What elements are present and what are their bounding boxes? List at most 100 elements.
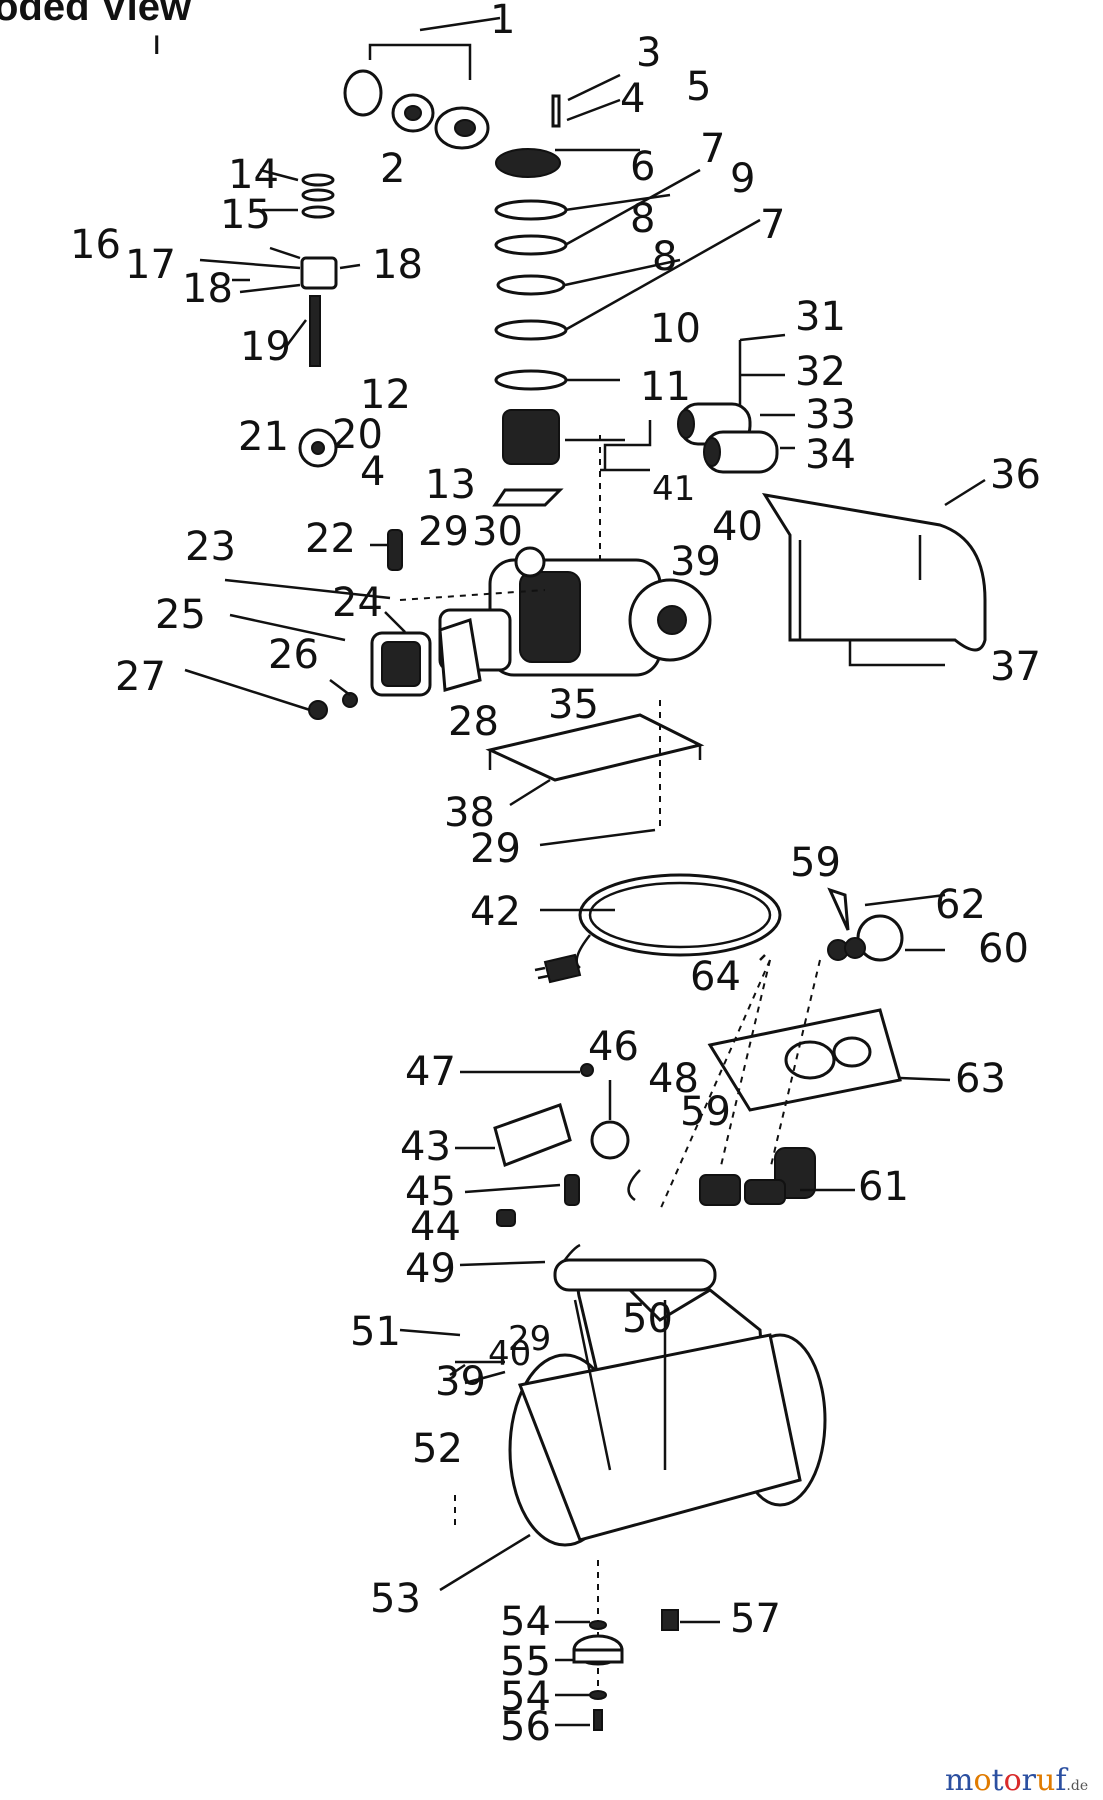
- callout-16: 16: [70, 222, 121, 268]
- callout-39: 39: [670, 539, 721, 585]
- callout-26: 26: [268, 632, 319, 678]
- callout-43: 43: [400, 1124, 451, 1170]
- callout-62: 62: [935, 882, 986, 928]
- pressure-switch-valve: [699, 1147, 816, 1206]
- callout-45: 45: [405, 1169, 456, 1215]
- callout-27: 27: [115, 654, 166, 700]
- watermark-letter: o: [973, 1763, 991, 1798]
- callout-1: 1: [490, 0, 515, 43]
- callout-8b: 8: [652, 234, 677, 280]
- watermark-letter: u: [1036, 1763, 1055, 1798]
- cylinder-head-stack: [492, 94, 568, 507]
- callout-32: 32: [795, 349, 846, 395]
- valve-plate-assembly: [308, 529, 482, 720]
- callout-24: 24: [332, 580, 383, 626]
- watermark-letter: m: [945, 1763, 973, 1798]
- pressure-switch-box: [493, 1063, 641, 1227]
- callout-40: 40: [712, 504, 763, 550]
- callout-5: 5: [686, 64, 711, 110]
- callout-13: 13: [425, 462, 476, 508]
- callout-33: 33: [805, 392, 856, 438]
- callout-63: 63: [955, 1056, 1006, 1102]
- callout-7: 7: [700, 126, 725, 172]
- callout-22: 22: [305, 516, 356, 562]
- callout-29c: 29: [508, 1319, 551, 1359]
- part-1-seal-set: [343, 69, 490, 150]
- rubber-foot-icon: [572, 1609, 679, 1731]
- callout-29: 29: [418, 509, 469, 555]
- callout-39b: 39: [435, 1359, 486, 1405]
- callout-9: 9: [730, 156, 755, 202]
- motor-icon: [438, 546, 712, 677]
- callout-20: 20: [332, 412, 383, 458]
- callout-8: 8: [630, 196, 655, 242]
- svg-text:ı: ı: [152, 23, 161, 63]
- callout-30: 30: [472, 509, 523, 555]
- callout-44: 44: [410, 1204, 461, 1250]
- callout-59: 59: [790, 840, 841, 886]
- watermark-text: motoruf.de: [945, 1763, 1088, 1798]
- callout-48: 48: [648, 1056, 699, 1102]
- callout-11: 11: [640, 364, 691, 410]
- callout-52: 52: [412, 1426, 463, 1472]
- callout-29b: 29: [470, 826, 521, 872]
- callout-14: 14: [228, 152, 279, 198]
- callout-36: 36: [990, 452, 1041, 498]
- capacitor-pair: [677, 402, 779, 474]
- diagram-title: oded View: [0, 0, 192, 29]
- callout-37: 37: [990, 644, 1041, 690]
- callout-17: 17: [125, 242, 176, 288]
- callout-31: 31: [795, 294, 846, 340]
- belt-guard-shroud: [761, 492, 987, 652]
- callout-18: 18: [182, 266, 233, 312]
- callout-59b: 59: [680, 1089, 731, 1135]
- callout-42: 42: [470, 889, 521, 935]
- callout-54b: 54: [500, 1674, 551, 1720]
- callout-4b: 4: [360, 449, 385, 495]
- callout-38: 38: [444, 790, 495, 836]
- watermark-letter: o: [1004, 1763, 1022, 1798]
- plug-icon: [534, 953, 582, 984]
- pressure-gauge-icon: [827, 887, 904, 962]
- callout-47: 47: [405, 1049, 456, 1095]
- callout-3: 3: [636, 30, 661, 76]
- piston-and-rod: [298, 173, 338, 468]
- callout-40b: 40: [488, 1334, 531, 1374]
- callout-53: 53: [370, 1576, 421, 1622]
- callout-61: 61: [858, 1164, 909, 1210]
- tank-icon: [508, 1258, 827, 1547]
- callout-labels: 1 2 3 4 5 6 7 8 9 8 7 10 11 12 13 14 15 …: [70, 0, 1041, 1750]
- callout-49: 49: [405, 1246, 456, 1292]
- callout-25: 25: [155, 592, 206, 638]
- callout-55: 55: [500, 1639, 551, 1685]
- control-panel: [707, 1008, 902, 1112]
- base-plate: [485, 713, 705, 782]
- callout-21: 21: [238, 414, 289, 460]
- power-cord: [575, 873, 782, 969]
- watermark-letter: t: [992, 1763, 1004, 1798]
- callout-64: 64: [690, 954, 741, 1000]
- callout-4: 4: [620, 76, 645, 122]
- callout-15: 15: [220, 192, 271, 238]
- callout-19: 19: [240, 324, 291, 370]
- watermark-letter: r: [1022, 1763, 1037, 1798]
- callout-23: 23: [185, 524, 236, 570]
- callout-51: 51: [350, 1309, 401, 1355]
- callout-10: 10: [650, 306, 701, 352]
- callout-7b: 7: [760, 202, 785, 248]
- callout-35: 35: [548, 682, 599, 728]
- watermark-logo: motoruf.de: [945, 1763, 1088, 1798]
- callout-46: 46: [588, 1024, 639, 1070]
- callout-41: 41: [652, 469, 695, 509]
- callout-28: 28: [448, 699, 499, 745]
- callout-34: 34: [805, 432, 856, 478]
- callout-54: 54: [500, 1599, 551, 1645]
- callout-12: 12: [360, 372, 411, 418]
- watermark-letter: f: [1055, 1763, 1068, 1798]
- callout-57: 57: [730, 1596, 781, 1642]
- callout-18b: 18: [372, 242, 423, 288]
- callout-60: 60: [978, 926, 1029, 972]
- callout-56: 56: [500, 1704, 551, 1750]
- callout-6: 6: [630, 144, 655, 190]
